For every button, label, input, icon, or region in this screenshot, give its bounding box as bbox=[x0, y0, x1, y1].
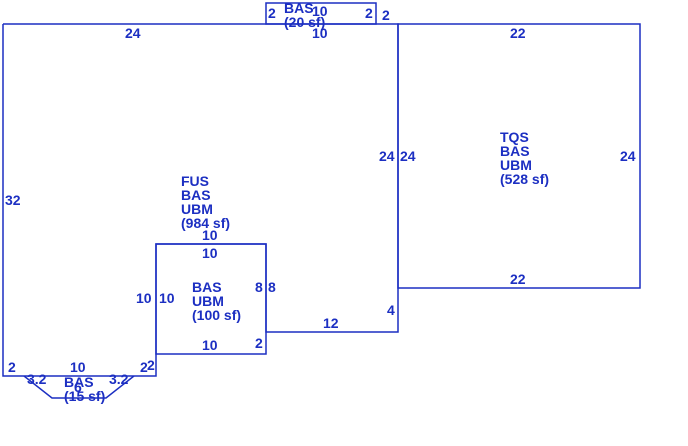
dim-garage-right: 24 bbox=[620, 148, 636, 164]
inner-area-size: (100 sf) bbox=[192, 307, 241, 323]
dim-main-step: 4 bbox=[387, 302, 395, 318]
main-area-size: (984 sf) bbox=[181, 215, 230, 231]
dim-bottom-bay-right: 3.2 bbox=[109, 371, 129, 387]
dim-main-bottom-right: 12 bbox=[323, 315, 339, 331]
bottom-bay-code: BAS bbox=[64, 374, 94, 390]
dim-bottom-bay-bottom: 6 bbox=[74, 379, 82, 395]
dim-bottom-bay-corner: 2 bbox=[140, 359, 148, 375]
inner-area-code-2: UBM bbox=[192, 293, 224, 309]
main-area-code-3: UBM bbox=[181, 201, 213, 217]
dim-inner-bottom: 10 bbox=[202, 337, 218, 353]
dim-main-top: 24 bbox=[125, 25, 141, 41]
top-bay-size: (20 sf) bbox=[284, 14, 325, 30]
dim-garage-top: 22 bbox=[510, 25, 526, 41]
top-bay-outline bbox=[265, 2, 377, 25]
bottom-bay-outline bbox=[23, 375, 135, 399]
bottom-bay-label: BAS (15 sf) bbox=[64, 374, 105, 404]
dim-inner-top-outer: 10 bbox=[202, 227, 218, 243]
main-area-code-1: FUS bbox=[181, 173, 209, 189]
top-bay-code: BAS bbox=[284, 0, 314, 16]
dim-garage-left: 24 bbox=[400, 148, 416, 164]
dim-bottom-bay-top: 10 bbox=[70, 359, 86, 375]
inner-area-outline bbox=[155, 243, 267, 355]
bottom-bay-size: (15 sf) bbox=[64, 388, 105, 404]
dim-top-bay-top: 10 bbox=[312, 3, 328, 19]
dim-inner-top-inner: 10 bbox=[202, 245, 218, 261]
main-area-code-2: BAS bbox=[181, 187, 211, 203]
dim-inner-right-inner: 8 bbox=[255, 279, 263, 295]
garage-area-label: TQS BAS UBM (528 sf) bbox=[500, 129, 549, 187]
inner-area-code-1: BAS bbox=[192, 279, 222, 295]
dim-main-right: 24 bbox=[379, 148, 395, 164]
inner-area-label: BAS UBM (100 sf) bbox=[192, 279, 241, 323]
main-area-label: FUS BAS UBM (984 sf) bbox=[181, 173, 230, 231]
garage-area-code-2: BAS bbox=[500, 143, 530, 159]
garage-area-code-3: UBM bbox=[500, 157, 532, 173]
dim-main-left: 32 bbox=[5, 192, 21, 208]
dim-inner-left-outer: 10 bbox=[136, 290, 152, 306]
dim-inner-right-outer: 8 bbox=[268, 279, 276, 295]
dim-top-bay-right: 2 bbox=[365, 5, 373, 21]
dim-bottom-bay-inner: 2 bbox=[147, 357, 155, 373]
dim-main-bottom-left: 2 bbox=[8, 359, 16, 375]
garage-outline bbox=[397, 23, 641, 289]
dim-top-bay-left: 2 bbox=[268, 5, 276, 21]
garage-area-code-1: TQS bbox=[500, 129, 529, 145]
garage-area-size: (528 sf) bbox=[500, 171, 549, 187]
dim-top-bay-bottom: 10 bbox=[312, 25, 328, 41]
dim-inner-corner: 2 bbox=[255, 335, 263, 351]
dim-garage-bottom: 22 bbox=[510, 271, 526, 287]
top-bay-label: BAS (20 sf) bbox=[284, 0, 325, 30]
dim-bottom-bay-left: 3.2 bbox=[27, 371, 47, 387]
dim-top-bay-outer: 2 bbox=[382, 7, 390, 23]
dim-inner-left-inner: 10 bbox=[159, 290, 175, 306]
